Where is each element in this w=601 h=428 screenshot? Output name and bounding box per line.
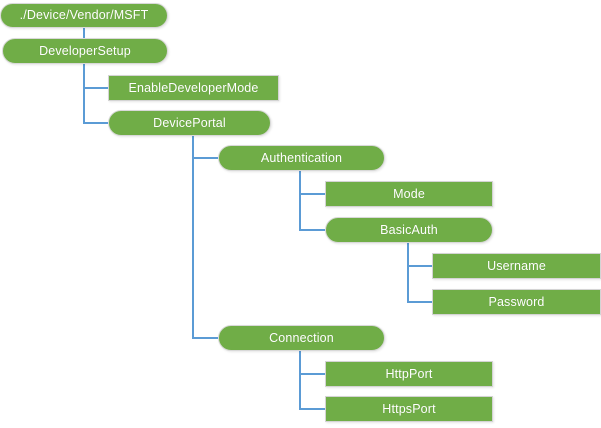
connector-basic-auth-to-username [407,243,432,267]
node-label-http-port: HttpPort [385,366,433,381]
node-label-device-portal: DevicePortal [153,115,226,130]
node-label-connection: Connection [269,330,334,345]
node-label-enable-developer-mode: EnableDeveloperMode [128,80,259,95]
node-mode[interactable]: Mode [325,181,493,207]
node-developer-setup[interactable]: DeveloperSetup [2,38,168,64]
connector-authentication-to-basic-auth [299,171,325,231]
connector-connection-to-https-port [299,351,325,410]
connector-connection-to-http-port [299,351,325,375]
node-label-mode: Mode [393,186,425,201]
node-username[interactable]: Username [432,253,601,279]
node-authentication[interactable]: Authentication [218,145,385,171]
node-password[interactable]: Password [432,289,601,315]
connector-authentication-to-mode [299,171,325,195]
connector-device-portal-to-connection [192,136,218,339]
node-label-developer-setup: DeveloperSetup [39,43,131,58]
connector-basic-auth-to-password [407,243,432,303]
node-label-basic-auth: BasicAuth [380,222,438,237]
connector-developer-setup-to-device-portal [83,64,108,124]
node-http-port[interactable]: HttpPort [325,361,493,387]
node-connection[interactable]: Connection [218,325,385,351]
connector-device-portal-to-authentication [192,136,218,159]
node-enable-developer-mode[interactable]: EnableDeveloperMode [108,75,279,101]
connector-developer-setup-to-enable-developer-mode [83,64,108,89]
node-root[interactable]: ./Device/Vendor/MSFT [0,3,168,28]
node-label-authentication: Authentication [260,150,343,165]
node-basic-auth[interactable]: BasicAuth [325,217,493,243]
node-device-portal[interactable]: DevicePortal [108,110,271,136]
node-label-username: Username [487,258,546,273]
node-https-port[interactable]: HttpsPort [325,396,493,422]
node-label-root: ./Device/Vendor/MSFT [19,8,149,23]
node-label-password: Password [488,294,545,309]
node-label-https-port: HttpsPort [382,401,436,416]
